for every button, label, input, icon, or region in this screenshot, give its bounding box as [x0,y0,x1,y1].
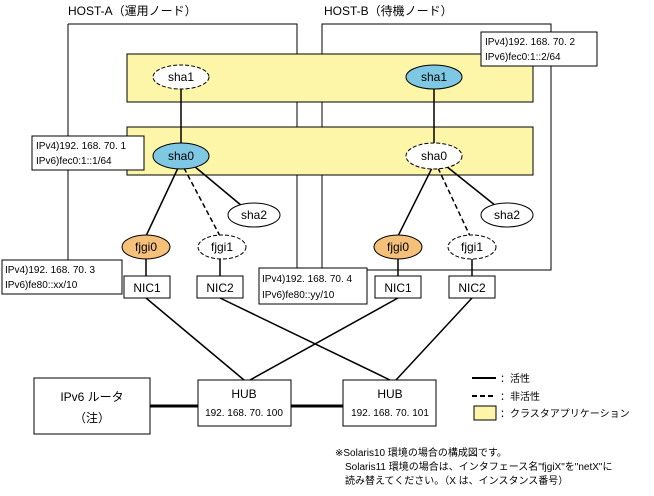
hub-2-ip: 192. 168. 70. 101 [351,408,429,419]
legend-inactive-text: ：非活性 [500,390,540,403]
node-b-fjgi0 [373,234,423,260]
hub-1-ip: 192. 168. 70. 100 [205,408,283,419]
node-b-fjgi0-label: fjgi0 [387,240,409,254]
legend-active-text: ：活性 [500,372,530,385]
node-b-sha0 [405,142,463,170]
node-b-fjgi1-label: fjgi1 [461,240,483,254]
nic-a-nic1-label: NIC1 [133,281,161,295]
address-box-b-fjgi0 [258,267,368,305]
footnote-line-2: Solaris11 環境の場合は、インタフェース名"fjgiX"を"netX"に [345,460,612,473]
node-a-fjgi1 [197,234,247,260]
hub-2-label: HUB [377,387,402,401]
node-a-sha0 [152,142,210,170]
cable-a-nic1-hub1 [145,297,245,381]
address-box-b-sha1 [480,31,598,67]
footnote-line-3: 読み替えてください。（X は、インスタンス番号） [345,474,568,487]
ipv6-router-label: IPv6 ルータ [60,390,123,404]
cable-a-nic2-hub2 [219,297,391,381]
address-b-sha1-ipv6: IPv6)fec0:1::2/64 [485,52,561,63]
node-b-sha0-label: sha0 [421,149,447,163]
node-a-sha1 [152,64,210,90]
nic-a-nic1 [123,275,171,299]
link-a-sha0-sha2 [193,165,243,207]
node-b-sha2-label: sha2 [494,208,520,222]
hub-2 [342,379,437,427]
host-a-title: HOST-A（運用ノード） [68,4,197,18]
cable-b-nic2-hub2 [395,297,473,381]
nic-b-nic2 [448,275,496,299]
host-b-title: HOST-B（待機ノード） [324,3,453,18]
legend-cluster-text: ：クラスタアプリケーション [500,408,630,420]
address-a-fjgi0-ipv4: IPv4)192. 168. 70. 3 [5,265,96,276]
hub-1-label: HUB [231,387,256,401]
link-b-sha0-fjgi0 [397,167,433,237]
hub-1 [197,379,292,427]
node-b-sha1-label: sha1 [421,70,447,84]
address-b-fjgi0-ipv6: IPv6)fe80::yy/10 [262,290,335,301]
node-a-sha1-label: sha1 [168,70,194,84]
address-b-fjgi0-ipv4: IPv4)192. 168. 70. 4 [262,274,353,285]
address-a-fjgi0-ipv6: IPv6)fe80::xx/10 [5,280,78,291]
nic-b-nic2-label: NIC2 [458,281,486,295]
nic-a-nic2-label: NIC2 [206,281,234,295]
address-box-a-fjgi0 [1,259,123,295]
ipv6-router-note: （注） [74,410,110,425]
link-a-sha0-fjgi1 [183,167,221,237]
node-a-fjgi0 [121,234,171,260]
footnote-line-1: ※Solaris10 環境の場合の構成図です。 [335,446,507,459]
address-a-sha0-ipv6: IPv6)fec0:1::1/64 [36,156,112,167]
address-box-a-sha0 [31,135,145,171]
node-a-fjgi0-label: fjgi0 [135,240,157,254]
cable-b-nic1-hub1 [249,297,399,381]
legend-cluster-swatch [473,405,497,421]
node-a-sha2 [227,202,281,228]
ipv6-router [33,377,151,435]
node-b-fjgi1 [447,234,497,260]
nic-a-nic2 [196,275,244,299]
link-b-sha0-sha2 [445,165,497,207]
node-a-sha0-label: sha0 [168,149,194,163]
nic-b-nic1 [374,275,422,299]
node-b-sha1 [405,64,463,90]
link-a-sha0-fjgi0 [145,167,179,237]
node-b-sha2 [480,202,534,228]
address-b-sha1-ipv4: IPv4)192. 168. 70. 2 [485,37,576,48]
link-b-sha0-fjgi1 [437,167,471,237]
nic-b-nic1-label: NIC1 [384,281,412,295]
address-a-sha0-ipv4: IPv4)192. 168. 70. 1 [36,141,127,152]
node-a-fjgi1-label: fjgi1 [211,240,233,254]
node-a-sha2-label: sha2 [241,208,267,222]
